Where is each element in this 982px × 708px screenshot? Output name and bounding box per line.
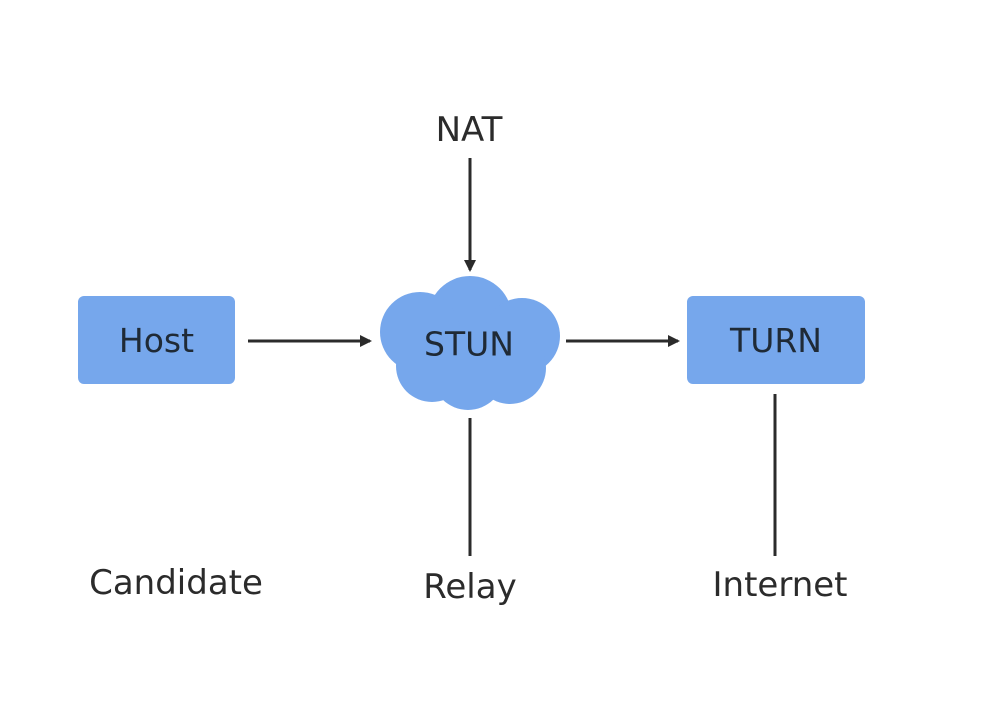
nat-label: NAT — [435, 110, 503, 150]
host-node: Host — [78, 296, 235, 384]
host-label: Host — [118, 320, 195, 360]
turn-node: TURN — [687, 296, 865, 384]
relay-label: Relay — [423, 567, 517, 607]
turn-label: TURN — [730, 320, 822, 360]
internet-label: Internet — [712, 565, 848, 605]
stun-label: STUN — [424, 324, 514, 364]
stun-cloud — [380, 276, 560, 410]
candidate-label: Candidate — [89, 563, 263, 603]
